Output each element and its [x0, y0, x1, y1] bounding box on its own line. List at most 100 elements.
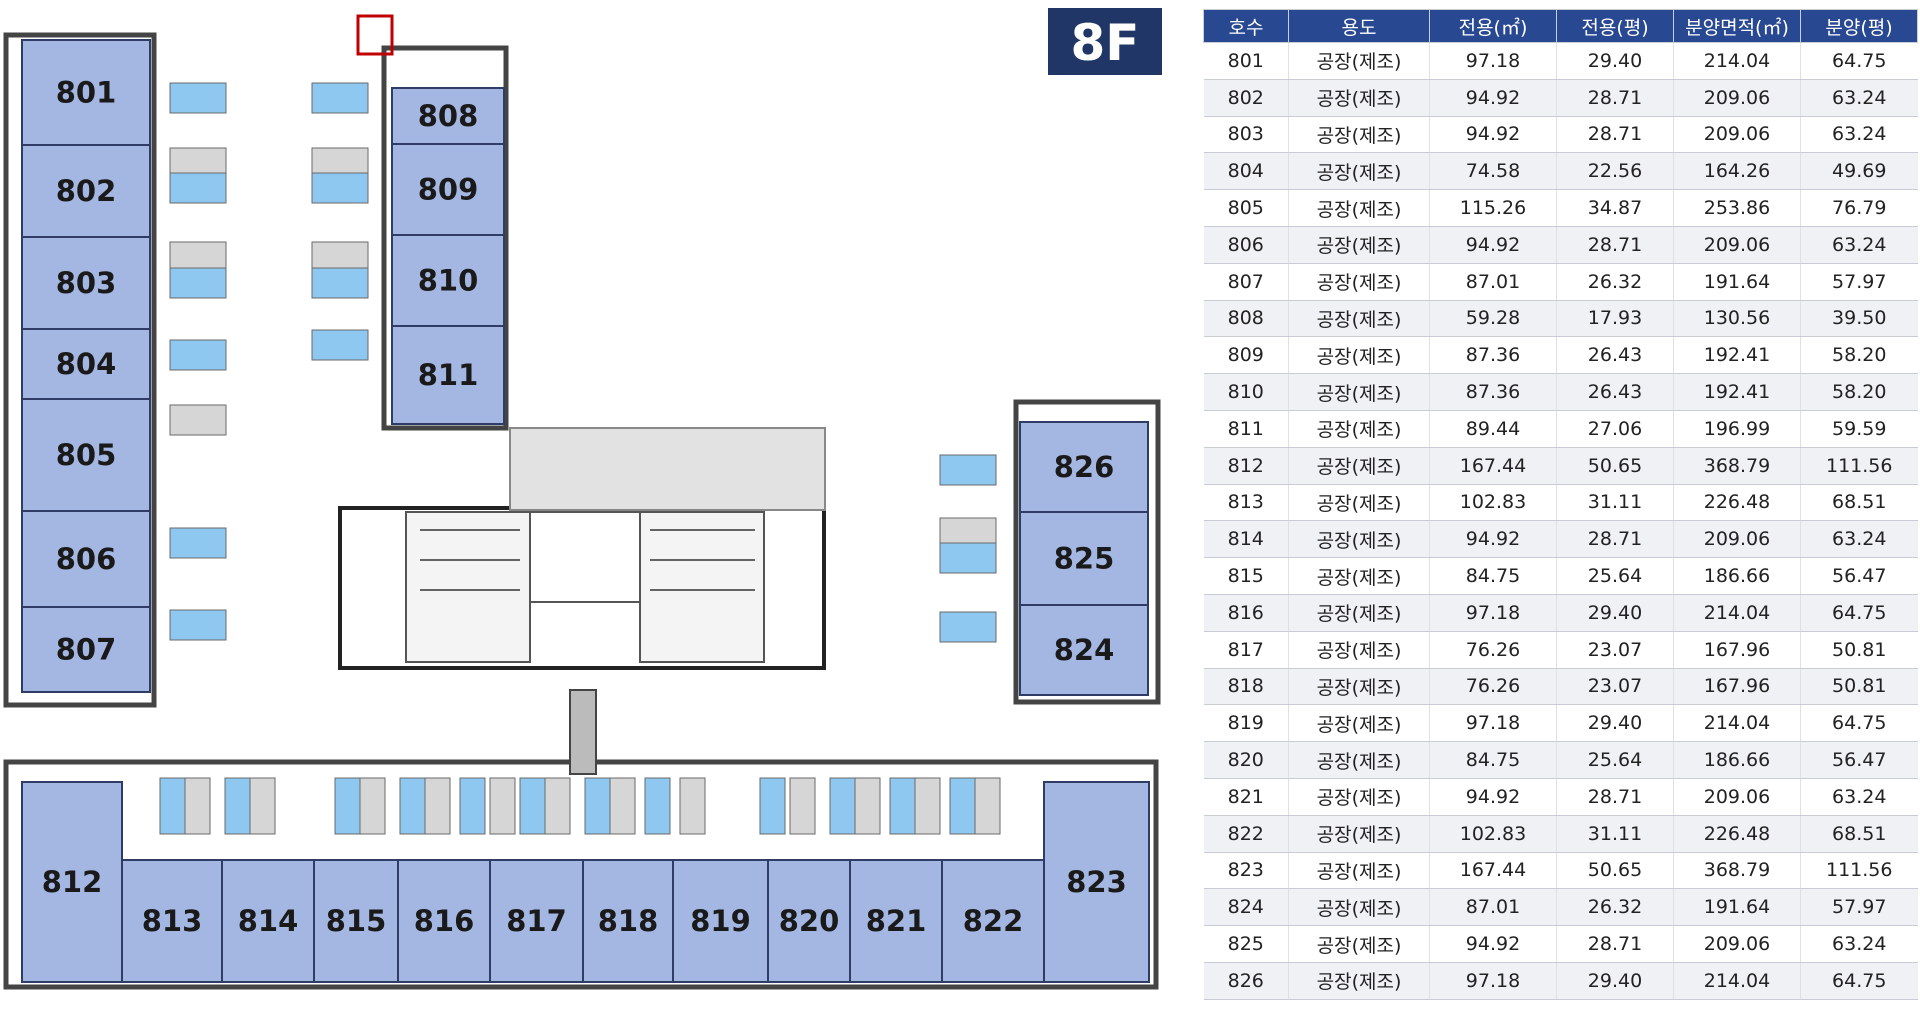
parking-stall — [311, 241, 369, 273]
parking-stall — [949, 777, 976, 835]
cell-exclusive-pyeong: 31.11 — [1556, 484, 1674, 522]
unit-825 — [1019, 511, 1149, 606]
parking-stall — [169, 267, 227, 299]
cell-exclusive-pyeong: 26.43 — [1556, 373, 1674, 411]
cell-sale-pyeong: 49.69 — [1800, 152, 1918, 191]
unit-809 — [391, 143, 505, 236]
cell-exclusive-pyeong: 26.43 — [1556, 336, 1674, 375]
unit-812 — [21, 781, 123, 983]
cell-sale-pyeong: 111.56 — [1800, 852, 1918, 890]
parking-stall — [544, 777, 571, 835]
unit-label: 821 — [866, 904, 927, 938]
cell-exclusive-sqm: 94.92 — [1429, 116, 1557, 154]
cell-sale-area-sqm: 209.06 — [1673, 226, 1801, 264]
cell-exclusive-sqm: 97.18 — [1429, 962, 1557, 1000]
cell-sale-area-sqm: 209.06 — [1673, 79, 1801, 117]
parking-stall — [974, 777, 1001, 835]
cell-sale-pyeong: 56.47 — [1800, 557, 1918, 595]
cell-sale-pyeong: 39.50 — [1800, 300, 1918, 338]
cell-exclusive-sqm: 94.92 — [1429, 778, 1557, 816]
cell-usage: 공장(제조) — [1288, 520, 1430, 559]
cell-exclusive-pyeong: 28.71 — [1556, 778, 1674, 816]
cell-exclusive-pyeong: 17.93 — [1556, 300, 1674, 338]
atrium-void — [509, 427, 826, 511]
parking-stall — [939, 611, 997, 643]
unit-823 — [1043, 781, 1150, 983]
cell-exclusive-pyeong: 31.11 — [1556, 815, 1674, 853]
cell-usage: 공장(제조) — [1288, 116, 1430, 154]
cell-sale-area-sqm: 196.99 — [1673, 410, 1801, 448]
unit-label: 820 — [779, 904, 840, 938]
cell-exclusive-pyeong: 29.40 — [1556, 704, 1674, 743]
cell-sale-pyeong: 63.24 — [1800, 520, 1918, 559]
parking-stall — [224, 777, 251, 835]
cell-exclusive-pyeong: 29.40 — [1556, 42, 1674, 80]
parking-stall — [789, 777, 816, 835]
cell-usage: 공장(제조) — [1288, 668, 1430, 706]
parking-stall — [249, 777, 276, 835]
parking-stall — [334, 777, 361, 835]
parking-stall — [854, 777, 881, 835]
parking-stall — [169, 241, 227, 273]
cell-sale-pyeong: 58.20 — [1800, 373, 1918, 411]
cell-exclusive-sqm: 167.44 — [1429, 447, 1557, 485]
cell-unit-no: 819 — [1203, 704, 1289, 743]
cell-exclusive-pyeong: 25.64 — [1556, 741, 1674, 779]
cell-usage: 공장(제조) — [1288, 263, 1430, 301]
cell-unit-no: 803 — [1203, 116, 1289, 154]
cell-usage: 공장(제조) — [1288, 447, 1430, 485]
unit-810 — [391, 234, 505, 327]
unit-820 — [767, 859, 851, 983]
cell-exclusive-sqm: 59.28 — [1429, 300, 1557, 338]
cell-sale-pyeong: 59.59 — [1800, 410, 1918, 448]
cell-sale-pyeong: 64.75 — [1800, 594, 1918, 632]
parking-stall — [311, 172, 369, 204]
parking-stall — [399, 777, 426, 835]
cell-sale-pyeong: 76.79 — [1800, 189, 1918, 227]
cell-sale-area-sqm: 209.06 — [1673, 116, 1801, 154]
cell-exclusive-pyeong: 23.07 — [1556, 631, 1674, 669]
cell-exclusive-sqm: 94.92 — [1429, 520, 1557, 559]
cell-usage: 공장(제조) — [1288, 962, 1430, 1000]
cell-exclusive-pyeong: 26.32 — [1556, 888, 1674, 927]
cell-unit-no: 818 — [1203, 668, 1289, 706]
parking-stall — [489, 777, 516, 835]
cell-sale-area-sqm: 164.26 — [1673, 152, 1801, 191]
cell-exclusive-pyeong: 27.06 — [1556, 410, 1674, 448]
cell-exclusive-sqm: 87.01 — [1429, 888, 1557, 927]
cell-usage: 공장(제조) — [1288, 226, 1430, 264]
cell-usage: 공장(제조) — [1288, 189, 1430, 227]
cell-unit-no: 809 — [1203, 336, 1289, 375]
unit-808 — [391, 87, 505, 145]
cell-sale-pyeong: 57.97 — [1800, 888, 1918, 927]
parking-stall — [939, 542, 997, 574]
cell-exclusive-pyeong: 29.40 — [1556, 594, 1674, 632]
cell-exclusive-sqm: 94.92 — [1429, 79, 1557, 117]
cell-unit-no: 807 — [1203, 263, 1289, 301]
unit-label: 817 — [506, 904, 567, 938]
cell-sale-pyeong: 64.75 — [1800, 704, 1918, 743]
header-usage: 용도 — [1288, 9, 1430, 43]
cell-unit-no: 814 — [1203, 520, 1289, 559]
cell-exclusive-sqm: 167.44 — [1429, 852, 1557, 890]
cell-sale-area-sqm: 167.96 — [1673, 631, 1801, 669]
cell-exclusive-sqm: 97.18 — [1429, 704, 1557, 743]
header-unit-no: 호수 — [1203, 9, 1289, 43]
cell-exclusive-pyeong: 25.64 — [1556, 557, 1674, 595]
floor-sign: 8F — [1048, 8, 1162, 75]
elevator-marker — [356, 14, 394, 56]
cell-sale-pyeong: 63.24 — [1800, 778, 1918, 816]
unit-label: 810 — [418, 264, 479, 298]
